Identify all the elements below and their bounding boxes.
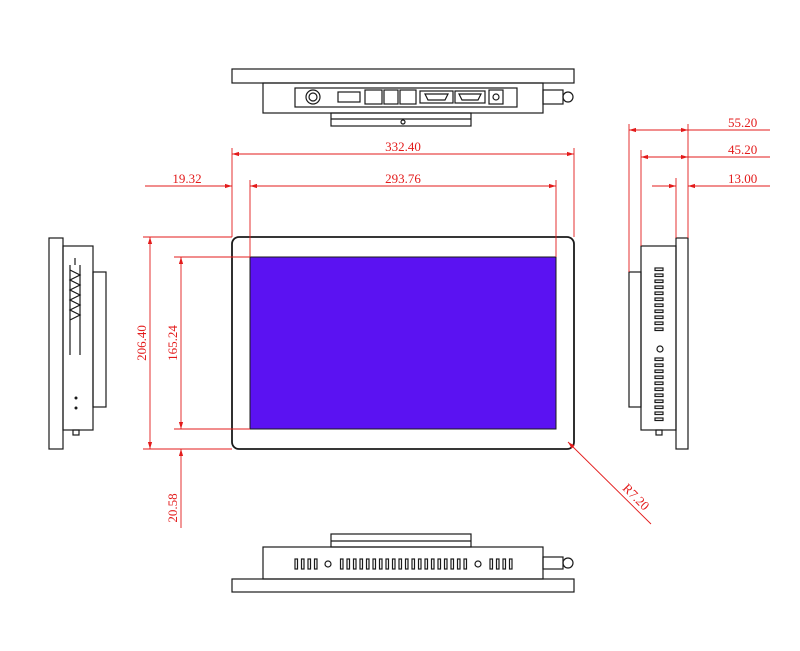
vent-slot [654,405,664,410]
front-view [231,236,575,450]
vent-slot [654,285,664,290]
right-side-view [628,237,689,450]
side-antenna [68,258,82,355]
vent-slot [654,327,664,332]
vent-slot [654,369,664,374]
vent-slot [463,558,468,570]
left-side-view [48,237,107,450]
vent-slot [489,558,494,570]
dc-in-port [488,89,504,105]
dimension-lines [143,124,770,528]
vent-slot [450,558,455,570]
vent-slot [300,558,305,570]
overall-height-label: 206.40 [134,325,149,361]
vent-slot [430,558,435,570]
vent-slot [398,558,403,570]
vent-slot [508,558,513,570]
vent-slot [372,558,377,570]
switch-port [337,91,361,103]
vent-slot [307,558,312,570]
vent-slot [654,267,664,272]
side-vents [654,267,664,422]
vent-slot [294,558,299,570]
bezel-side-label: 19.32 [172,171,201,186]
vent-slot [654,357,664,362]
power-button-icon [305,89,321,105]
vent-slot [654,411,664,416]
vent-slot [313,558,318,570]
vent-slot [339,558,344,570]
overall-width-label: 332.40 [385,139,421,154]
vent-slot [437,558,442,570]
bottom-view [231,533,575,593]
serial-port [419,90,454,104]
vent-slot [654,381,664,386]
vent-slot [654,315,664,320]
vga-port [454,90,486,104]
vent-slot [378,558,383,570]
bezel-bottom-label: 20.58 [165,493,180,522]
vent-slot [359,558,364,570]
lan-port [364,89,383,105]
vent-slot [654,291,664,296]
display-area [249,256,557,430]
corner-radius-label: R7.20 [620,480,653,513]
vent-slot [654,303,664,308]
vent-slot [417,558,422,570]
vent-slot [654,363,664,368]
vent-slot [365,558,370,570]
vent-slot [654,375,664,380]
vent-slot [456,558,461,570]
vent-slot [391,558,396,570]
antenna-connector [542,89,574,105]
top-view [231,68,575,127]
bottom-vents [294,558,513,570]
vent-slot [443,558,448,570]
bottom-antenna [542,556,574,570]
vent-slot [654,393,664,398]
vent-slot [654,321,664,326]
vent-slot [654,273,664,278]
vent-slot [385,558,390,570]
vent-slot [654,279,664,284]
usb-port-2 [399,89,417,105]
display-height-label: 165.24 [165,325,180,361]
vent-slot [346,558,351,570]
vent-slot [654,297,664,302]
total-depth-label: 55.20 [728,115,757,130]
vent-slot [424,558,429,570]
vent-slot [654,399,664,404]
mount-depth-label: 13.00 [728,171,757,186]
vent-slot [654,309,664,314]
vent-slot [654,417,664,422]
vent-slot [352,558,357,570]
vent-slot [404,558,409,570]
body-depth-label: 45.20 [728,142,757,157]
usb-port-1 [383,89,399,105]
vent-slot [502,558,507,570]
vent-slot [411,558,416,570]
vent-slot [654,387,664,392]
display-width-label: 293.76 [385,171,421,186]
vent-slot [495,558,500,570]
